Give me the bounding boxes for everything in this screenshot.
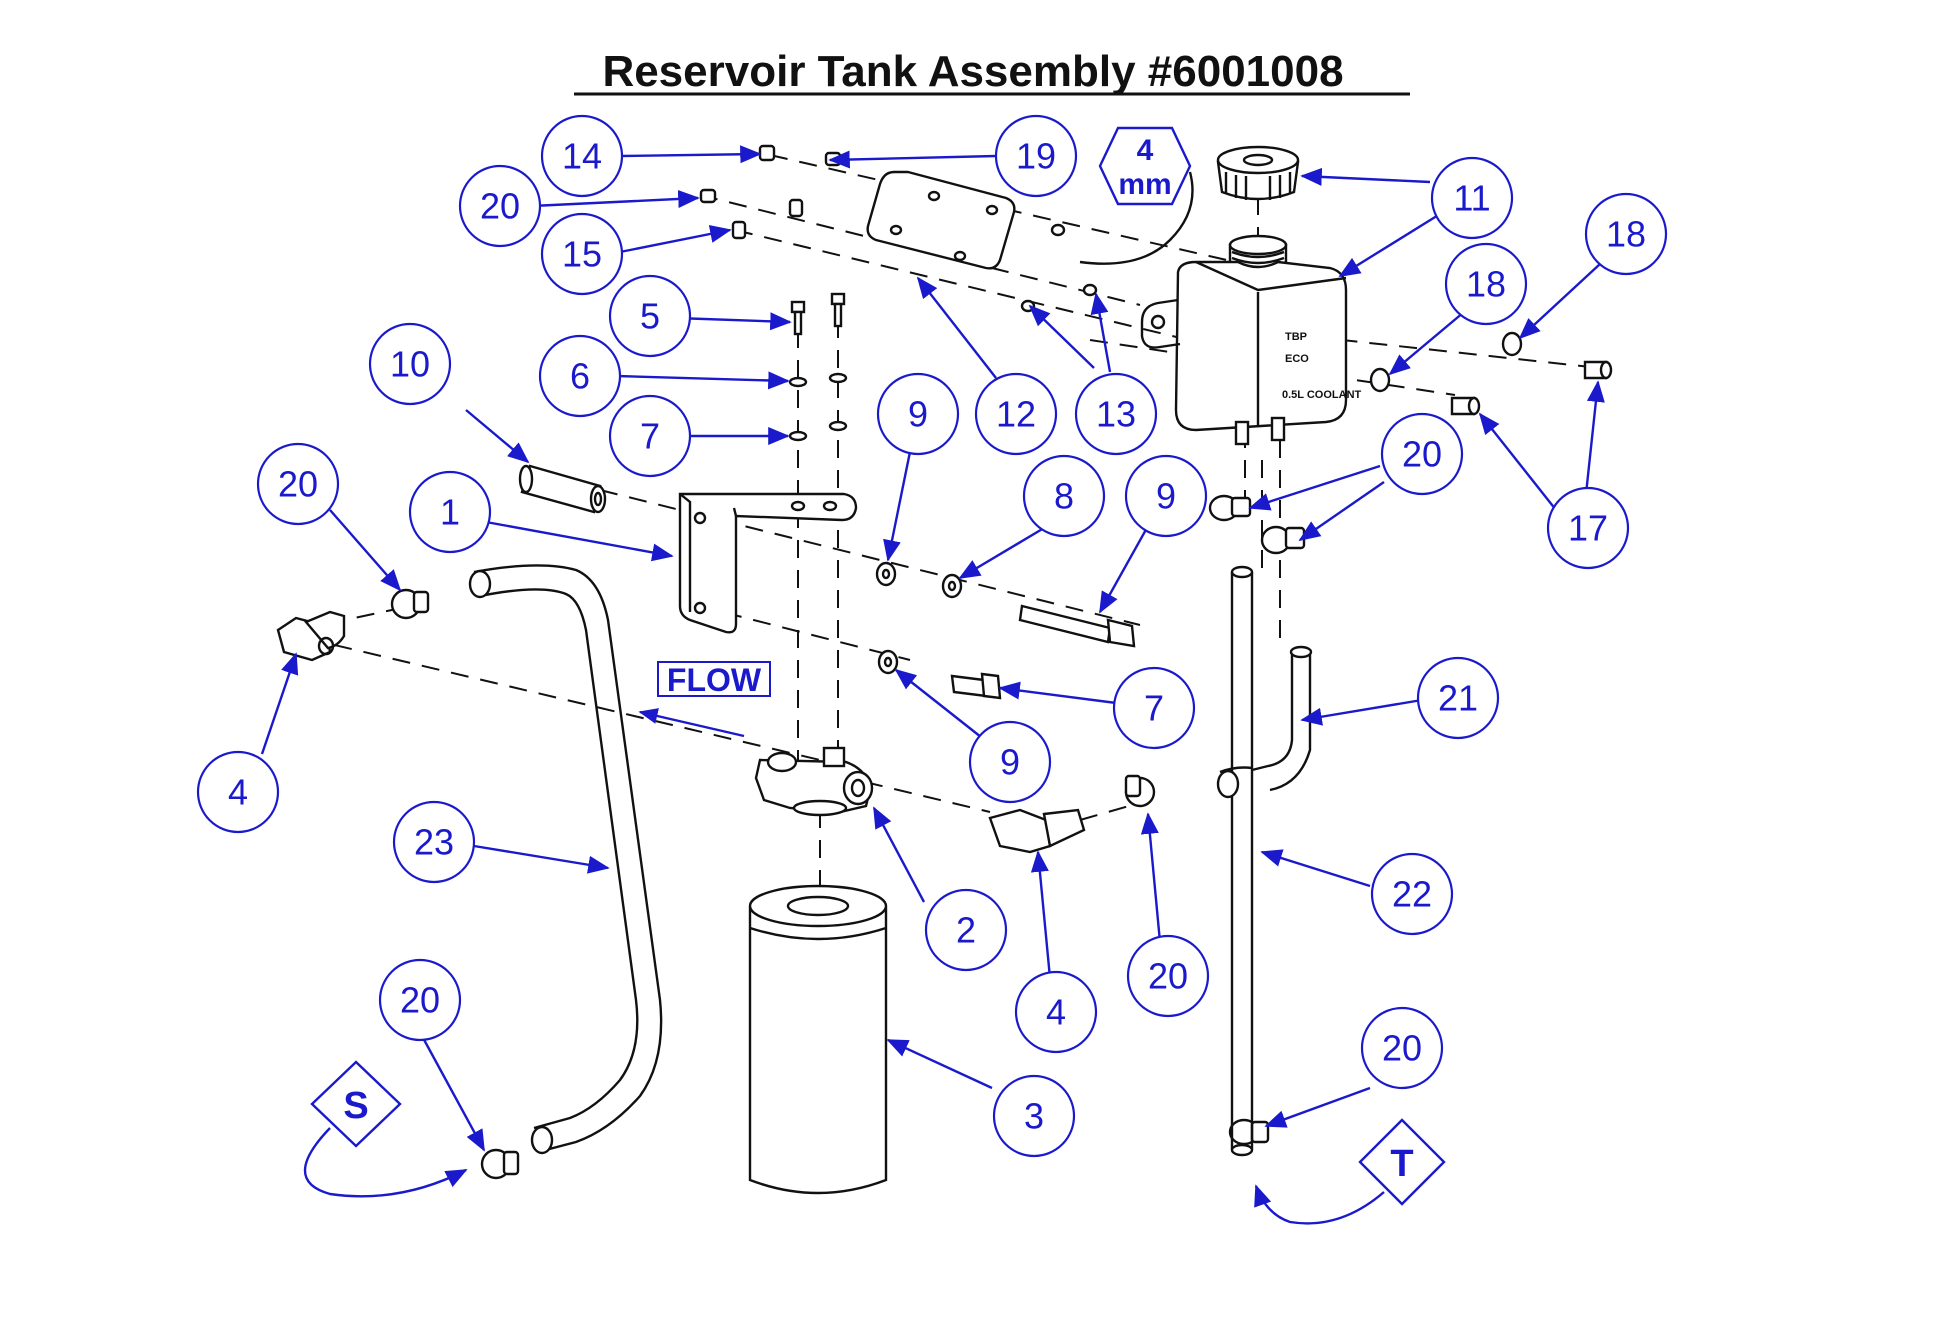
svg-text:12: 12 — [996, 394, 1036, 435]
svg-text:9: 9 — [908, 394, 928, 435]
svg-text:14: 14 — [562, 136, 602, 177]
svg-text:20: 20 — [1402, 434, 1442, 475]
svg-text:17: 17 — [1568, 508, 1608, 549]
callout-16-left: 15 — [540, 212, 624, 296]
callout-7: 7 — [608, 394, 692, 478]
svg-text:6: 6 — [570, 356, 590, 397]
callout-1: 1 — [408, 470, 492, 554]
svg-text:9: 9 — [1000, 742, 1020, 783]
callout-19-top: 19 — [994, 114, 1078, 198]
svg-text:21: 21 — [1438, 678, 1478, 719]
reservoir-capacity-text: 0.5L COOLANT — [1282, 389, 1362, 401]
diagram-title: Reservoir Tank Assembly #6001008 — [602, 47, 1343, 96]
assembly-centerlines — [297, 154, 1601, 900]
flow-indicator: FLOW — [638, 661, 771, 738]
svg-text:19: 19 — [1016, 136, 1056, 177]
svg-text:8: 8 — [1054, 476, 1074, 517]
mounting-bracket — [678, 492, 858, 634]
svg-text:4: 4 — [1046, 992, 1066, 1033]
svg-text:20: 20 — [278, 464, 318, 505]
callout-21: 21 — [1416, 656, 1500, 740]
reservoir-cap — [1216, 145, 1300, 201]
filter-cartridge — [748, 884, 888, 1195]
svg-text:7: 7 — [1144, 688, 1164, 729]
callout-18-top: 18 — [1584, 192, 1668, 276]
svg-text:20: 20 — [1148, 956, 1188, 997]
wrench-size-value: 4 — [1137, 134, 1154, 167]
svg-text:4: 4 — [228, 772, 248, 813]
svg-text:20: 20 — [400, 980, 440, 1021]
svg-text:2: 2 — [956, 910, 976, 951]
supply-tag-letter: S — [343, 1085, 368, 1127]
svg-text:23: 23 — [414, 822, 454, 863]
hose-clamps — [390, 494, 1306, 1180]
reservoir-model-text: ECO — [1285, 353, 1309, 365]
callout-4-left: 4 — [196, 750, 280, 834]
callout-19-left: 20 — [458, 164, 542, 248]
callout-6: 6 — [538, 334, 622, 418]
svg-text:7: 7 — [640, 416, 660, 457]
svg-text:13: 13 — [1096, 394, 1136, 435]
tank-tag-letter: T — [1390, 1143, 1413, 1185]
svg-text:18: 18 — [1606, 214, 1646, 255]
wrench-size-unit: mm — [1118, 168, 1171, 201]
callout-4-right: 4 — [1014, 970, 1098, 1054]
callout-13: 11 — [1430, 156, 1514, 240]
svg-text:15: 15 — [562, 234, 602, 275]
callout-9-bottom: 9 — [968, 720, 1052, 804]
svg-text:5: 5 — [640, 296, 660, 337]
callout-leaders — [260, 145, 1605, 1152]
flow-label: FLOW — [667, 662, 762, 698]
svg-text:20: 20 — [480, 186, 520, 227]
spacer-tube — [518, 464, 607, 514]
callout-22: 22 — [1370, 852, 1454, 936]
reservoir-tank: TBP ECO 0.5L COOLANT — [1140, 234, 1362, 446]
svg-text:3: 3 — [1024, 1096, 1044, 1137]
callout-10: 9 — [1124, 454, 1208, 538]
callout-14: 12 — [974, 372, 1058, 456]
svg-text:18: 18 — [1466, 264, 1506, 305]
callout-20-lower-mid: 20 — [1126, 934, 1210, 1018]
callout-15: 13 — [1074, 372, 1158, 456]
svg-text:22: 22 — [1392, 874, 1432, 915]
callout-16-top: 14 — [540, 114, 624, 198]
callout-5: 5 — [608, 274, 692, 358]
filter-head — [754, 746, 874, 817]
svg-text:10: 10 — [390, 344, 430, 385]
callout-23: 23 — [392, 800, 476, 884]
reservoir-brand-text: TBP — [1285, 331, 1307, 343]
elbow-fittings — [276, 610, 1086, 854]
svg-text:20: 20 — [1382, 1028, 1422, 1069]
callout-bubbles: 14 19 20 15 11 18 18 17 5 6 7 12 13 10 1… — [196, 114, 1668, 1158]
long-bolt-set — [875, 561, 1136, 700]
callout-20-lower-left: 20 — [378, 958, 462, 1042]
callout-2: 2 — [924, 888, 1008, 972]
tank-port-tag: T — [1254, 1118, 1446, 1225]
svg-text:11: 11 — [1453, 178, 1490, 219]
callout-11: 9 — [876, 372, 960, 456]
callout-20-upper-right: 20 — [1380, 412, 1464, 496]
callout-12: 10 — [368, 322, 452, 406]
callout-3: 3 — [992, 1074, 1076, 1158]
callout-17: 17 — [1546, 486, 1630, 570]
hex-wrench-badge: 4 mm — [1079, 126, 1194, 265]
callout-8: 7 — [1112, 666, 1196, 750]
svg-text:9: 9 — [1156, 476, 1176, 517]
mount-bolts — [788, 292, 848, 442]
callout-20-upper-left: 20 — [256, 442, 340, 526]
washers-and-bolts-right — [1369, 331, 1613, 416]
return-tee-and-tube — [1216, 565, 1313, 1157]
cover-plate — [866, 170, 1016, 270]
callout-18-mid: 18 — [1444, 242, 1528, 326]
svg-text:1: 1 — [440, 492, 460, 533]
callout-20-lower-right: 20 — [1360, 1006, 1444, 1090]
callout-9-top: 8 — [1022, 454, 1106, 538]
supply-hose — [468, 564, 663, 1155]
supply-port-tag: S — [304, 1060, 468, 1198]
